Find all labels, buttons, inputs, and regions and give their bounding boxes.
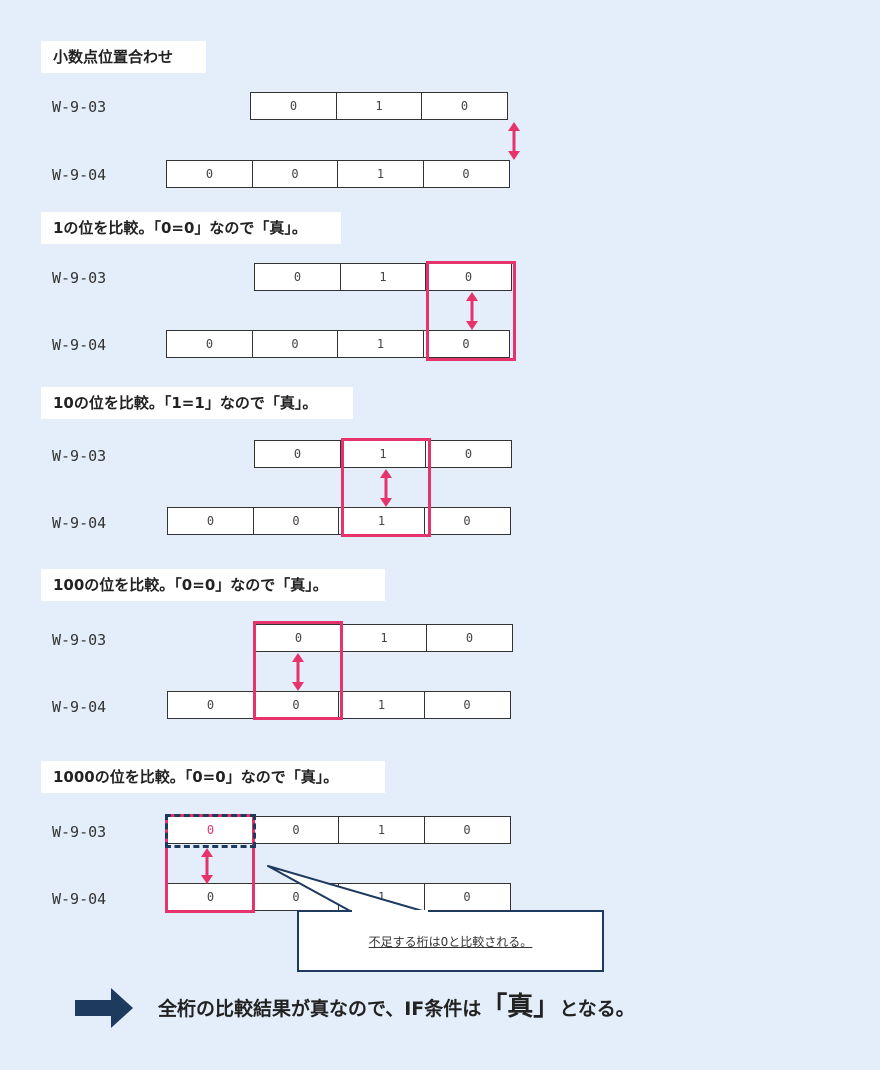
double-arrow-icon — [292, 653, 304, 691]
digit-cell: 0 — [425, 263, 512, 291]
digit-cell: 0 — [423, 883, 511, 911]
digit-row-bottom: 0 0 1 0 — [167, 691, 511, 719]
row-label: W-9-03 — [52, 98, 107, 116]
row-label: W-9-04 — [52, 890, 107, 908]
digit-cell: 1 — [337, 330, 424, 358]
double-arrow-icon — [201, 848, 213, 884]
row-label: W-9-03 — [52, 631, 107, 649]
row-label: W-9-04 — [52, 514, 107, 532]
digit-cell: 0 — [423, 816, 511, 844]
digit-row-bottom: 0 0 1 0 — [166, 330, 510, 358]
section-title: 1の位を比較。「0=0」なので「真」。 — [41, 212, 341, 244]
digit-cell: 0 — [426, 624, 513, 652]
section-title: 小数点位置合わせ — [41, 41, 206, 73]
digit-cell: 0 — [422, 330, 510, 358]
digit-row-bottom: 0 0 1 0 — [167, 883, 511, 911]
conclusion-suffix: となる。 — [559, 998, 635, 1020]
callout-text: 不足する桁は0と比較される。 — [368, 934, 533, 949]
digit-cell: 0 — [167, 507, 254, 535]
digit-cell: 1 — [339, 263, 427, 291]
digit-cell: 0 — [251, 160, 339, 188]
double-arrow-icon — [380, 469, 392, 507]
conclusion-emphasis: 「真」 — [481, 992, 560, 1022]
digit-cell: 0 — [167, 691, 254, 719]
row-label: W-9-04 — [52, 166, 107, 184]
conclusion-prefix: 全桁の比較結果が真なので、IF条件は — [158, 998, 482, 1020]
digit-cell: 0 — [254, 440, 341, 468]
implicit-zero-cell: 0 — [167, 816, 254, 844]
digit-row-top: 0 0 1 0 — [167, 816, 511, 844]
digit-cell: 0 — [252, 507, 340, 535]
row-label: W-9-04 — [52, 698, 107, 716]
callout-join — [352, 910, 428, 914]
section-title: 10の位を比較。「1=1」なので「真」。 — [41, 387, 353, 419]
double-arrow-icon — [508, 122, 520, 160]
digit-cell: 0 — [251, 330, 339, 358]
digit-cell: 1 — [340, 624, 428, 652]
digit-cell: 0 — [252, 816, 340, 844]
row-label: W-9-03 — [52, 447, 107, 465]
digit-cell: 1 — [339, 440, 427, 468]
digit-cell: 0 — [425, 440, 512, 468]
row-label: W-9-04 — [52, 336, 107, 354]
digit-row-top: 0 1 0 — [250, 92, 508, 120]
digit-cell: 0 — [422, 160, 510, 188]
digit-cell: 1 — [338, 507, 425, 535]
digit-row-top: 0 1 0 — [254, 440, 512, 468]
digit-cell: 0 — [166, 330, 253, 358]
digit-cell: 0 — [423, 691, 511, 719]
row-label: W-9-03 — [52, 823, 107, 841]
digit-cell: 1 — [338, 691, 425, 719]
callout-pointer — [267, 865, 427, 913]
digit-row-top: 0 1 0 — [254, 263, 512, 291]
digit-cell: 1 — [335, 92, 423, 120]
digit-row-top: 0 1 0 — [255, 624, 513, 652]
digit-cell: 0 — [250, 92, 337, 120]
digit-cell: 0 — [252, 691, 340, 719]
digit-row-bottom: 0 0 1 0 — [166, 160, 510, 188]
digit-row-bottom: 0 0 1 0 — [167, 507, 511, 535]
conclusion-text: 全桁の比較結果が真なので、IF条件は「真」となる。 — [158, 992, 635, 1024]
digit-cell: 0 — [421, 92, 508, 120]
section-title: 100の位を比較。「0=0」なので「真」。 — [41, 569, 385, 601]
digit-cell: 0 — [255, 624, 342, 652]
digit-cell: 1 — [337, 160, 424, 188]
section-title: 1000の位を比較。「0=0」なので「真」。 — [41, 761, 385, 793]
digit-cell: 0 — [167, 883, 254, 911]
digit-cell: 1 — [338, 816, 425, 844]
digit-cell: 0 — [423, 507, 511, 535]
digit-cell: 0 — [254, 263, 341, 291]
row-label: W-9-03 — [52, 269, 107, 287]
double-arrow-icon — [466, 292, 478, 330]
callout-note: 不足する桁は0と比較される。 — [297, 910, 604, 972]
digit-cell: 0 — [166, 160, 253, 188]
right-arrow-icon — [75, 988, 133, 1028]
